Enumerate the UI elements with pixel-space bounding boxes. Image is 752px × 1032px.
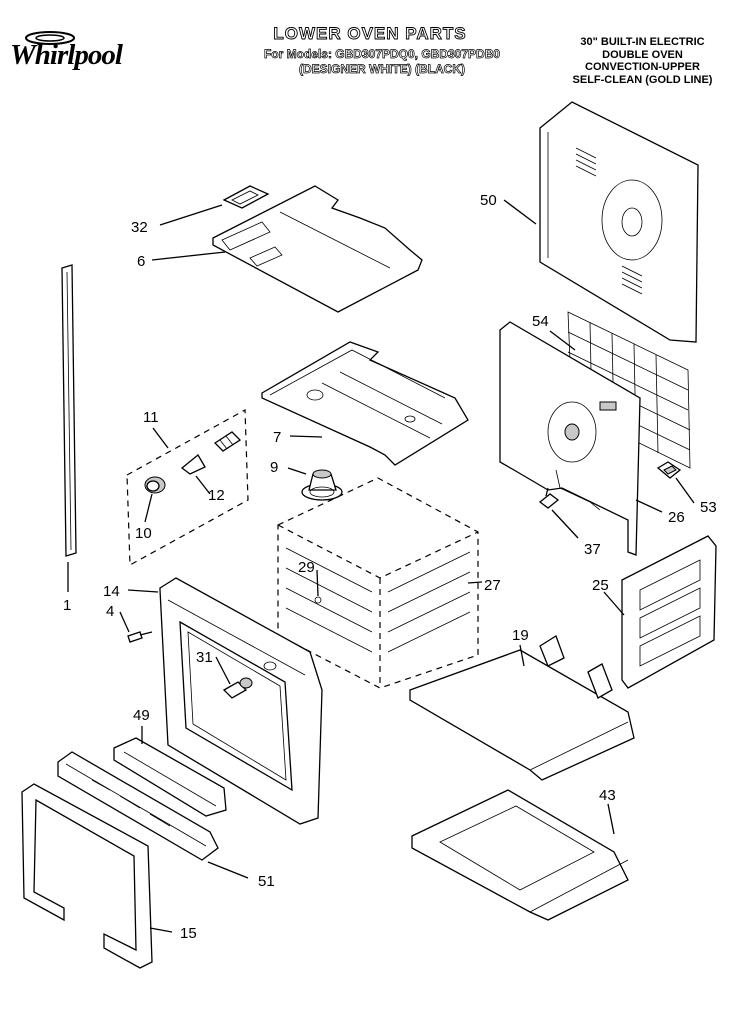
page-title: LOWER OVEN PARTS	[273, 24, 467, 44]
models-block: For Models: GBD307PDQ0, GBD307PDB0 (DESI…	[232, 47, 532, 77]
part-14-front-frame	[159, 577, 323, 825]
description-line-2: DOUBLE OVEN	[602, 48, 683, 61]
callout-15: 15	[180, 925, 197, 942]
callout-10: 10	[135, 525, 152, 542]
part-1-side-trim	[61, 264, 77, 557]
callout-6: 6	[137, 253, 145, 270]
description-line-4: SELF-CLEAN (GOLD LINE)	[572, 73, 713, 86]
callout-29: 29	[298, 559, 315, 576]
callout-1: 1	[63, 597, 71, 614]
part-53-clip	[656, 461, 682, 479]
part-15-door-gasket	[21, 783, 153, 969]
callout-11: 11	[143, 409, 159, 426]
callout-32: 32	[131, 219, 148, 236]
callout-53: 53	[700, 499, 717, 516]
part-51-door-trim	[57, 751, 219, 861]
callout-19: 19	[512, 627, 529, 644]
callout-4: 4	[106, 603, 114, 620]
callout-14: 14	[103, 583, 120, 600]
models-colors: (DESIGNER WHITE) (BLACK)	[299, 62, 466, 77]
part-19-bottom-panel	[409, 635, 635, 781]
callout-26: 26	[668, 509, 685, 526]
part-11-knob-group	[126, 409, 249, 566]
callout-labels: 32 6 7 9 11 12 10 1 14 4 29 27 19 31 49 …	[63, 192, 717, 942]
callout-49: 49	[133, 707, 150, 724]
callout-54: 54	[532, 313, 549, 330]
callout-7: 7	[273, 429, 281, 446]
part-32-cover-bracket	[222, 185, 270, 209]
callout-31: 31	[196, 649, 213, 666]
part-49-vent-trim	[113, 737, 227, 817]
part-7-top-panel	[261, 341, 469, 466]
brand-name: Whirlpool	[10, 39, 124, 71]
part-43-bottom-tray	[411, 789, 629, 921]
description-line-1: 30" BUILT-IN ELECTRIC	[580, 36, 705, 48]
models-line: For Models: GBD307PDQ0, GBD307PDB0	[263, 47, 501, 62]
leader-lines	[67, 199, 695, 933]
part-31-lamp-socket	[222, 677, 253, 699]
part-25-side-panel	[621, 535, 717, 689]
callout-25: 25	[592, 577, 609, 594]
callout-37: 37	[584, 541, 601, 558]
callout-51: 51	[258, 873, 275, 890]
callout-9: 9	[270, 459, 278, 476]
callout-43: 43	[599, 787, 616, 804]
callout-27: 27	[484, 577, 501, 594]
part-37-sensor	[538, 487, 560, 509]
callout-50: 50	[480, 192, 497, 209]
part-50-rear-cover	[539, 101, 699, 343]
part-9-convection-fan-cover	[301, 469, 343, 501]
part-6-top-cover	[212, 185, 423, 313]
product-description: 30" BUILT-IN ELECTRIC DOUBLE OVEN CONVEC…	[555, 36, 730, 86]
part-4-screw	[127, 631, 153, 643]
part-26-rear-panel	[499, 321, 641, 556]
callout-12: 12	[208, 487, 225, 504]
description-line-3: CONVECTION-UPPER	[585, 61, 700, 73]
whirlpool-logo: Whirlpool	[8, 28, 158, 72]
